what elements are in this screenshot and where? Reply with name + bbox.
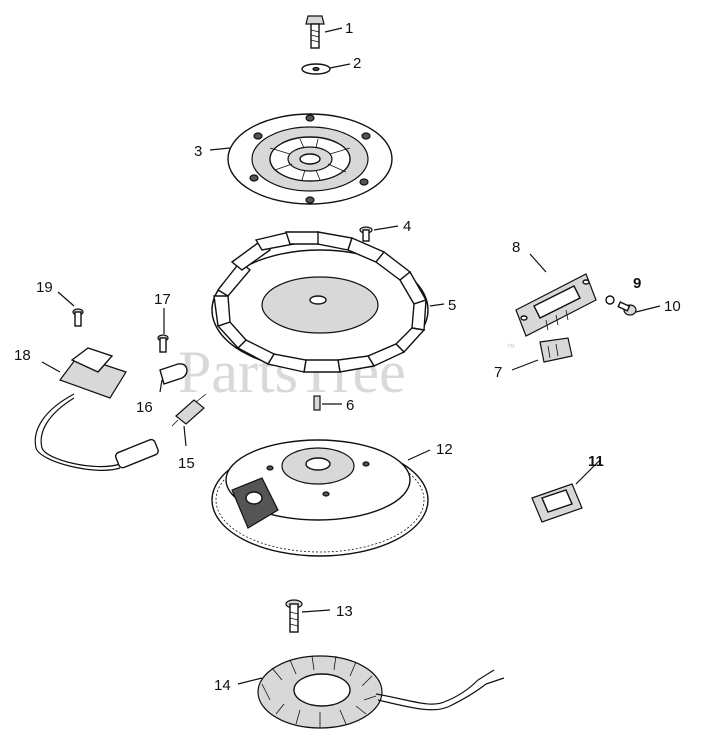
callout-3: 3 xyxy=(194,143,202,160)
callout-17: 17 xyxy=(154,291,171,308)
part-1-bolt[interactable] xyxy=(305,15,325,49)
watermark-trademark: ™ xyxy=(506,342,515,352)
part-6-key[interactable] xyxy=(313,395,321,411)
callout-2: 2 xyxy=(353,55,361,72)
part-12-flywheel[interactable] xyxy=(211,439,429,557)
part-7-connector[interactable] xyxy=(539,337,573,363)
callout-13: 13 xyxy=(336,603,353,620)
callout-7: 7 xyxy=(494,364,502,381)
part-17-screw[interactable] xyxy=(157,334,169,353)
callout-10: 10 xyxy=(664,298,681,315)
part-8-rectifier[interactable] xyxy=(515,273,597,337)
callout-16: 16 xyxy=(136,399,153,416)
part-9-washer[interactable] xyxy=(605,295,615,305)
callout-19: 19 xyxy=(36,279,53,296)
part-3-screen[interactable] xyxy=(227,113,393,205)
part-4-screw[interactable] xyxy=(359,226,373,242)
callout-5: 5 xyxy=(448,297,456,314)
part-2-washer[interactable] xyxy=(301,63,331,75)
leader-lines xyxy=(41,27,661,685)
part-5-fan[interactable] xyxy=(211,231,429,373)
callout-1: 1 xyxy=(345,20,353,37)
part-18-ignition-module[interactable] xyxy=(34,347,159,471)
part-13-bolt[interactable] xyxy=(285,599,303,633)
callout-6: 6 xyxy=(346,397,354,414)
callout-8: 8 xyxy=(512,239,520,256)
callout-9: 9 xyxy=(633,275,641,292)
callout-14: 14 xyxy=(214,677,231,694)
part-11-terminal[interactable] xyxy=(531,483,583,523)
callout-4: 4 xyxy=(403,218,411,235)
callout-15: 15 xyxy=(178,455,195,472)
part-14-stator[interactable] xyxy=(257,655,505,729)
part-15-spark-plug[interactable] xyxy=(171,393,207,427)
part-19-screw[interactable] xyxy=(72,308,84,327)
callout-18: 18 xyxy=(14,347,31,364)
part-10-screw[interactable] xyxy=(617,301,637,316)
part-16-clip[interactable] xyxy=(159,363,188,385)
callout-12: 12 xyxy=(436,441,453,458)
callout-11: 11 xyxy=(588,453,604,470)
